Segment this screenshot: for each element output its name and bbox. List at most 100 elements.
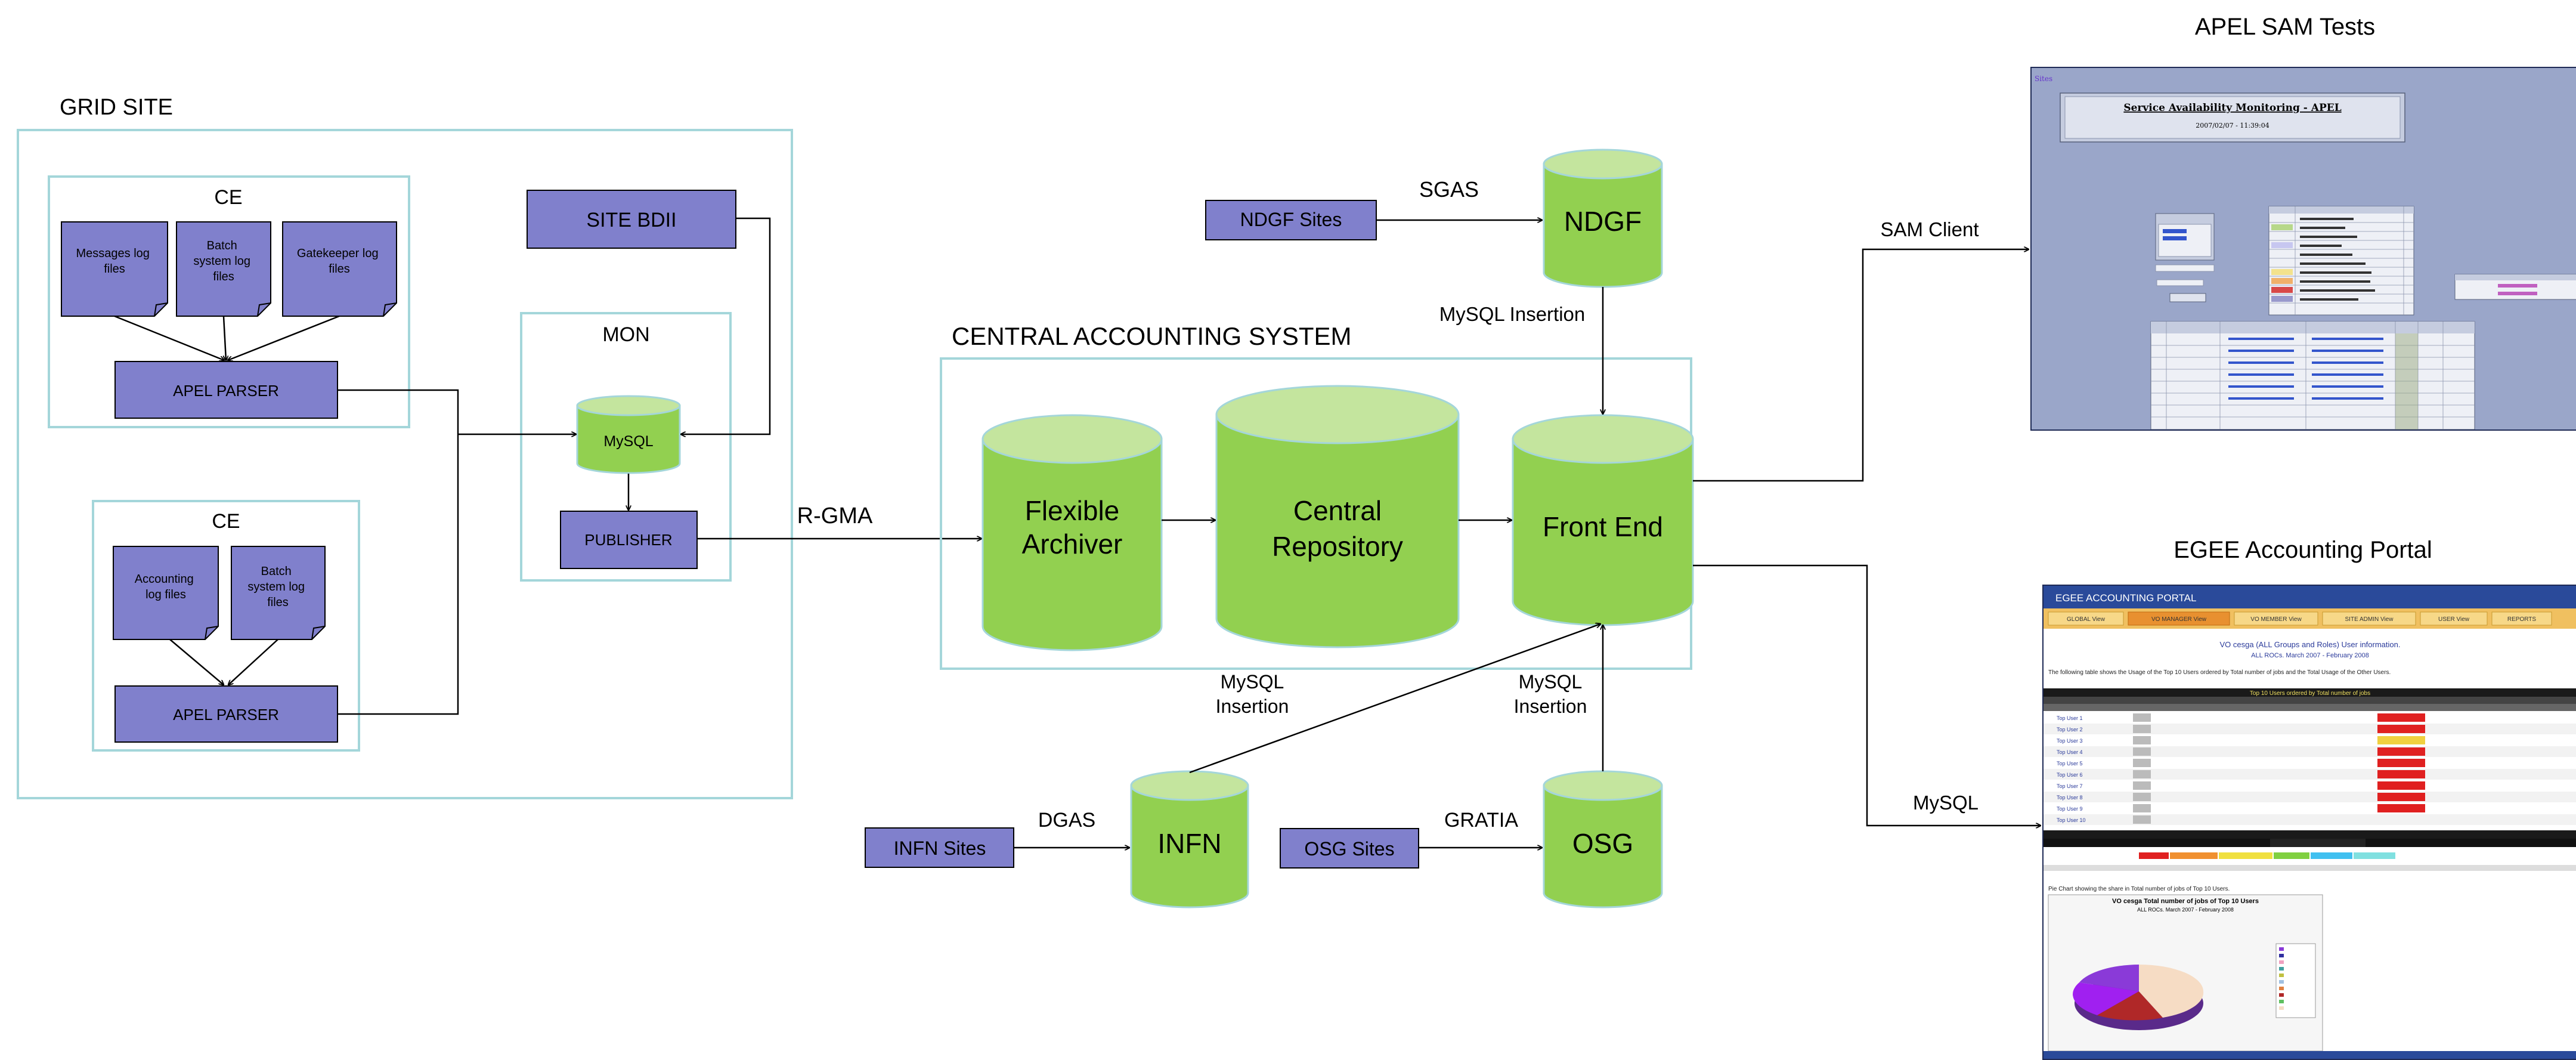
egee-row-efficiency [2377, 804, 2425, 812]
apel-sam-screenshot: Sites Service Availability Monitoring - … [2030, 67, 2576, 431]
arrow-batch-to-parser [222, 316, 226, 360]
accounting-log-doc: Accounting log files [113, 546, 219, 640]
mon-title: MON [602, 323, 649, 346]
egee-banner: EGEE ACCOUNTING PORTAL [2055, 592, 2196, 604]
egee-row-user[interactable]: Top User 3 [2057, 738, 2083, 744]
egee-subheading: ALL ROCs. March 2007 - February 2008 [2251, 652, 2369, 659]
egee-row-efficiency [2377, 725, 2425, 733]
sam-timestamp: 2007/02/07 - 11:39:04 [2196, 122, 2270, 129]
egee-row-cell [2133, 725, 2151, 733]
egee-table-row [2044, 803, 2576, 814]
egee-table-row [2044, 746, 2576, 757]
ndgf-label: NDGF [1564, 206, 1642, 237]
infn-insertion-label-1: MySQL [1221, 671, 1284, 693]
arrow-bdii-to-mysql [681, 217, 771, 434]
egee-row-efficiency [2377, 793, 2425, 801]
apel-parser-bottom [114, 685, 338, 743]
ndgf-sites-label: NDGF Sites [1240, 209, 1342, 230]
egee-portal-screenshot: EGEE ACCOUNTING PORTAL GLOBAL View VO MA… [2042, 585, 2576, 1060]
publisher-box [560, 511, 698, 569]
front-end-label: Front End [1543, 511, 1663, 542]
mon-frame [520, 312, 732, 582]
apel-parser-top-label: APEL PARSER [173, 382, 279, 400]
egee-row-user[interactable]: Top User 10 [2057, 817, 2086, 823]
messages-log-line2: files [104, 262, 125, 276]
ndgf-db [1543, 149, 1663, 288]
publisher-label: PUBLISHER [584, 531, 672, 549]
egee-tab-2[interactable]: VO MANAGER View [2151, 616, 2207, 623]
osg-insertion-label-1: MySQL [1519, 671, 1583, 693]
egee-tab-4[interactable]: SITE ADMIN View [2345, 616, 2394, 623]
archiver-label-1: Flexible [1025, 495, 1120, 526]
apel-parser-top [114, 361, 338, 419]
line-parser-top [338, 389, 459, 434]
egee-intro: The following table shows the Usage of t… [2048, 669, 2391, 676]
repository-label-1: Central [1293, 495, 1382, 526]
egee-table-row [2044, 814, 2576, 825]
egee-row-user[interactable]: Top User 5 [2057, 761, 2083, 767]
ce-top-frame [48, 175, 410, 428]
archiver-label-2: Archiver [1022, 529, 1123, 560]
egee-row-cell [2133, 747, 2151, 756]
batch-log-doc-top: Batch system log files [176, 221, 271, 317]
egee-title: EGEE Accounting Portal [2174, 537, 2432, 563]
flexible-archiver-db [982, 414, 1163, 651]
svg-text:Messages log files: Messages log files [76, 247, 153, 276]
infn-insertion-label-2: Insertion [1216, 696, 1289, 717]
sam-corner-label: Sites [2035, 75, 2052, 83]
line-parser-bottom [338, 434, 459, 715]
grid-site-title: GRID SITE [60, 95, 173, 120]
egee-tab-6[interactable]: REPORTS [2507, 616, 2536, 623]
arrow-messages-to-parser [114, 315, 224, 360]
egee-row-user[interactable]: Top User 9 [2057, 806, 2083, 812]
egee-row-efficiency [2377, 747, 2425, 756]
egee-row-cell [2133, 815, 2151, 824]
mon-mysql-db [576, 395, 681, 474]
egee-row-user[interactable]: Top User 6 [2057, 772, 2083, 778]
egee-tab-5[interactable]: USER View [2438, 616, 2470, 623]
repository-label-2: Repository [1272, 531, 1403, 562]
egee-row-user[interactable]: Top User 4 [2057, 749, 2083, 755]
egee-row-efficiency [2377, 770, 2425, 778]
central-title: CENTRAL ACCOUNTING SYSTEM [952, 322, 1352, 350]
egee-row-cell [2133, 770, 2151, 778]
egee-table-row [2044, 792, 2576, 802]
arrow-batch2-to-parser [228, 639, 278, 685]
egee-row-cell [2133, 736, 2151, 744]
egee-row-user[interactable]: Top User 8 [2057, 795, 2083, 801]
egee-row-cell [2133, 793, 2151, 801]
egee-table-row [2044, 735, 2576, 746]
arrow-infn-to-frontend [1189, 624, 1600, 774]
egee-table-row [2044, 769, 2576, 780]
infn-sites-label: INFN Sites [894, 838, 986, 859]
sam-client-label: SAM Client [1880, 218, 1979, 240]
ce-bottom-frame [92, 500, 360, 752]
egee-tab-3[interactable]: VO MEMBER View [2250, 616, 2302, 623]
infn-label: INFN [1157, 828, 1221, 859]
mon-mysql-label: MySQL [603, 433, 653, 450]
central-repository-db [1215, 385, 1460, 648]
egee-table-row [2044, 780, 2576, 791]
egee-table-title: Top 10 Users ordered by Total number of … [2250, 690, 2370, 697]
arrow-gatekeeper-to-parser [228, 315, 340, 360]
egee-row-user[interactable]: Top User 2 [2057, 727, 2083, 733]
egee-heading: VO cesga (ALL Groups and Roles) User inf… [2220, 640, 2401, 649]
rgma-label: R-GMA [797, 503, 873, 529]
infn-db [1130, 770, 1249, 908]
egee-row-efficiency [2377, 713, 2425, 722]
dgas-label: DGAS [1038, 809, 1095, 832]
svg-text:Batch system log f: Batch system log files [193, 239, 253, 283]
egee-row-user[interactable]: Top User 7 [2057, 783, 2083, 789]
arrow-accounting-to-parser [169, 639, 224, 685]
svg-text:Batch system log f: Batch system log files [247, 565, 308, 609]
ce-bottom-title: CE [212, 510, 240, 533]
osg-sites-box [1280, 828, 1419, 869]
messages-log-doc: Messages log files [61, 221, 168, 317]
egee-tab-1[interactable]: GLOBAL View [2067, 616, 2106, 623]
egee-table-row [2044, 712, 2576, 723]
front-end-db [1512, 414, 1694, 626]
egee-row-cell [2133, 804, 2151, 812]
ndgf-insertion-label: MySQL Insertion [1439, 303, 1586, 325]
egee-row-user[interactable]: Top User 1 [2057, 715, 2083, 721]
egee-table-row [2044, 758, 2576, 768]
